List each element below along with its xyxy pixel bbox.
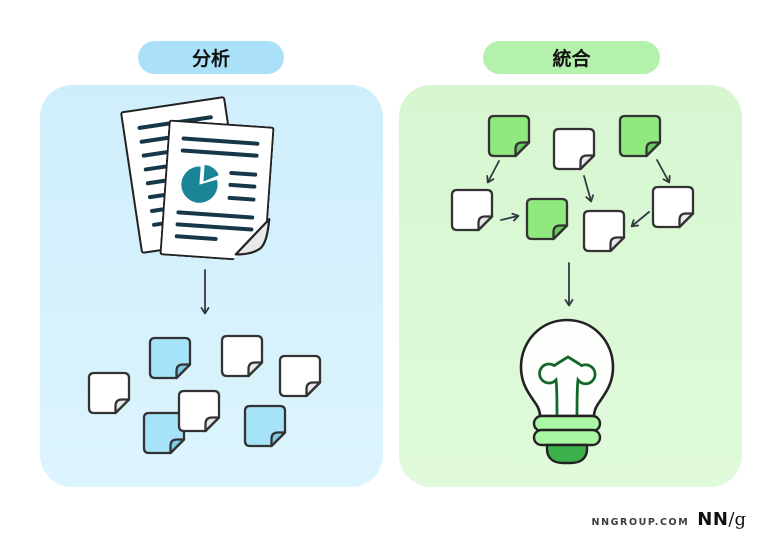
sticky-note-blue (243, 404, 287, 448)
sticky-note-blue (142, 411, 186, 455)
sticky-note-white (651, 185, 695, 229)
synthesis-label: 統合 (552, 48, 591, 70)
text-line (181, 148, 259, 157)
text-line (229, 170, 257, 176)
text-line (181, 136, 259, 145)
flow-arrow (656, 159, 671, 184)
sticky-note-white (552, 127, 596, 171)
analysis-panel (40, 85, 383, 487)
analysis-label: 分析 (191, 48, 230, 70)
text-line (175, 234, 218, 241)
sticky-note-white (177, 389, 221, 433)
pie-chart-icon (177, 160, 222, 205)
flow-arrow (486, 160, 500, 184)
sticky-note-blue (148, 336, 192, 380)
flow-arrow (583, 175, 594, 203)
report-figure-row (177, 160, 258, 207)
document-front (159, 119, 274, 262)
filament-left (538, 355, 570, 418)
sticky-note-green (487, 114, 531, 158)
nng-logo-slash-g: /g (728, 509, 746, 530)
nng-logo: NN/g (697, 509, 746, 530)
flow-arrow (630, 211, 650, 228)
synthesis-panel (399, 85, 742, 487)
footer-site-text: NNGROUP.COM (591, 517, 690, 528)
lightbulb-icon (519, 318, 615, 465)
sticky-note-green (525, 197, 569, 241)
sticky-note-white (278, 354, 322, 398)
sticky-note-green (618, 114, 662, 158)
footer: NNGROUP.COM NN/g (592, 509, 746, 530)
filament-right (566, 355, 597, 418)
figure-caption-lines (227, 170, 257, 201)
synthesis-label-pill: 統合 (483, 41, 660, 74)
text-line (227, 195, 255, 201)
sticky-note-white (582, 209, 626, 253)
sticky-note-white (220, 334, 264, 378)
page-fold-corner (234, 217, 271, 256)
analysis-label-pill: 分析 (138, 41, 284, 74)
text-line (228, 183, 256, 189)
sticky-note-white (450, 188, 494, 232)
flow-arrow (500, 212, 520, 222)
nng-logo-nn: NN (697, 509, 729, 530)
sticky-note-white (87, 371, 131, 415)
